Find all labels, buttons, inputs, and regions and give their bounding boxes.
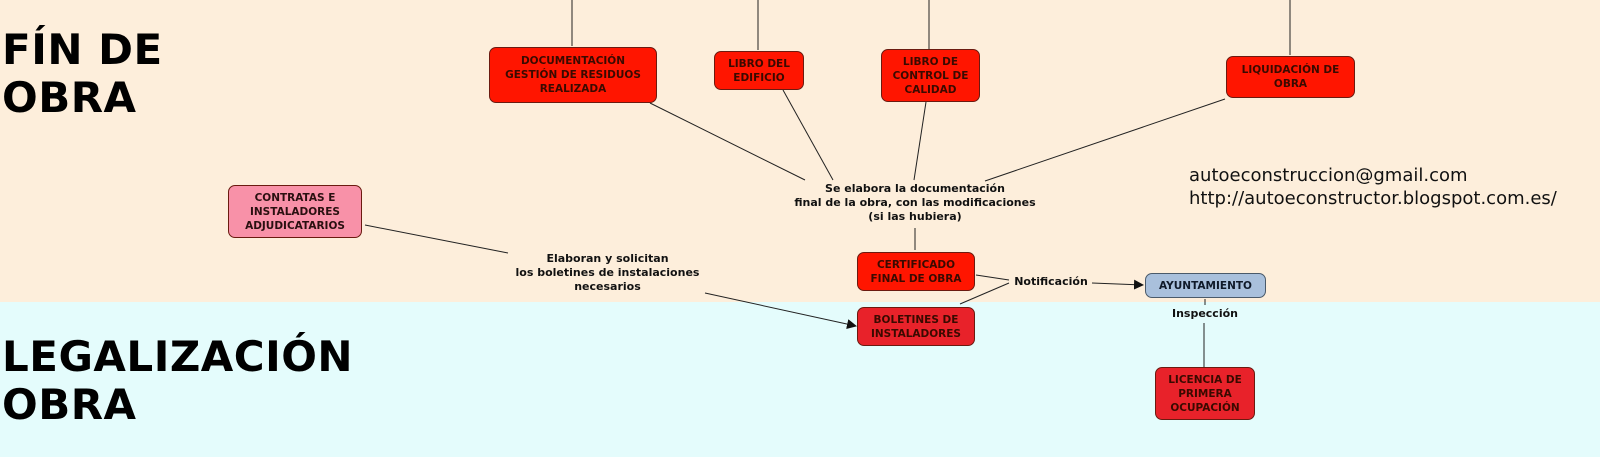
legalizacion-obra-section — [0, 302, 1600, 457]
section-title-fin-de-obra: FÍN DE OBRA — [2, 25, 163, 122]
node-libro-control-calidad[interactable]: LIBRO DE CONTROL DE CALIDAD — [881, 49, 980, 102]
node-libro-del-edificio[interactable]: LIBRO DEL EDIFICIO — [714, 51, 804, 90]
link-label-notificacion: Notificación — [1014, 275, 1088, 288]
node-licencia-primera-ocupacion[interactable]: LICENCIA DE PRIMERA OCUPACIÓN — [1155, 367, 1255, 420]
node-ayuntamiento[interactable]: AYUNTAMIENTO — [1145, 273, 1266, 298]
link-label-documentacion-final: Se elabora la documentación final de la … — [794, 182, 1036, 223]
section-title-legalizacion-obra: LEGALIZACIÓN OBRA — [2, 332, 354, 429]
fin-de-obra-section — [0, 0, 1600, 302]
contact-url[interactable]: http://autoeconstructor.blogspot.com.es/ — [1189, 188, 1557, 209]
node-boletines-instaladores[interactable]: BOLETINES DE INSTALADORES — [857, 307, 975, 346]
node-documentacion-gestion-residuos[interactable]: DOCUMENTACIÓN GESTIÓN DE RESIDUOS REALIZ… — [489, 47, 657, 103]
contact-email[interactable]: autoeconstruccion@gmail.com — [1189, 165, 1468, 186]
link-label-inspeccion: Inspección — [1171, 307, 1238, 320]
contact-info: autoeconstruccion@gmail.com http://autoe… — [1189, 164, 1557, 210]
node-liquidacion-de-obra[interactable]: LIQUIDACIÓN DE OBRA — [1226, 56, 1355, 98]
node-contratas-instaladores[interactable]: CONTRATAS E INSTALADORES ADJUDICATARIOS — [228, 185, 362, 238]
link-label-elaboran-boletines: Elaboran y solicitan los boletines de in… — [515, 252, 700, 293]
node-certificado-final-obra[interactable]: CERTIFICADO FINAL DE OBRA — [857, 252, 975, 291]
